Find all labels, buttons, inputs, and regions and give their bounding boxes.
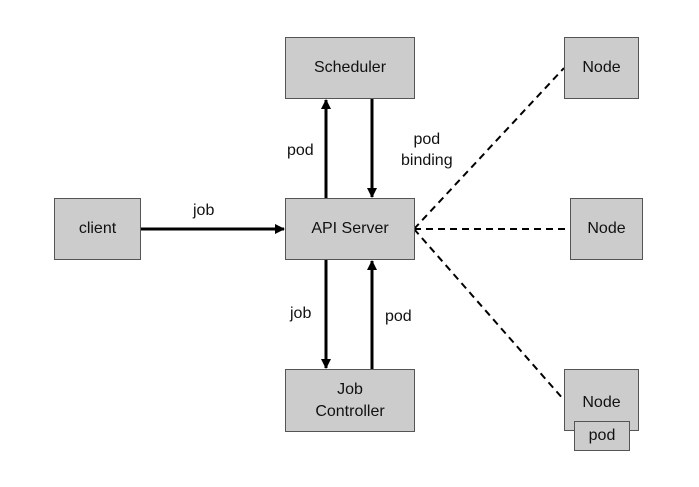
client-label: client [78,220,117,237]
job-controller-box[interactable]: Job Controller [285,369,415,432]
node-top-box[interactable]: Node [564,37,639,99]
edge-api-server-to-node-top [413,67,565,230]
scheduler-box[interactable]: Scheduler [285,37,415,99]
edge-label-pod-binding-line1: pod [413,131,441,148]
scheduler-label: Scheduler [313,59,387,76]
edge-label-jobcontroller-api-pod: pod [385,308,412,325]
pod-label: pod [588,427,616,444]
edge-label-api-scheduler-pod: pod [287,142,314,159]
edge-label-pod-binding-line2: binding [401,152,453,169]
edge-label-api-jobcontroller-job: job [290,305,312,322]
job-controller-label-line2: Controller [315,402,385,420]
api-server-label: API Server [311,220,389,237]
pod-box[interactable]: pod [574,421,630,451]
edge-label-client-job: job [193,202,215,219]
edge-label-pod-binding: pod binding [401,129,453,171]
node-middle-box[interactable]: Node [570,198,643,260]
job-controller-label-line1: Job [337,380,363,398]
node-bottom-label: Node [582,394,621,411]
edge-api-server-to-node-bottom [413,228,565,401]
node-top-label: Node [582,59,621,76]
api-server-box[interactable]: API Server [285,198,415,260]
node-middle-label: Node [587,220,626,237]
client-box[interactable]: client [54,198,141,260]
